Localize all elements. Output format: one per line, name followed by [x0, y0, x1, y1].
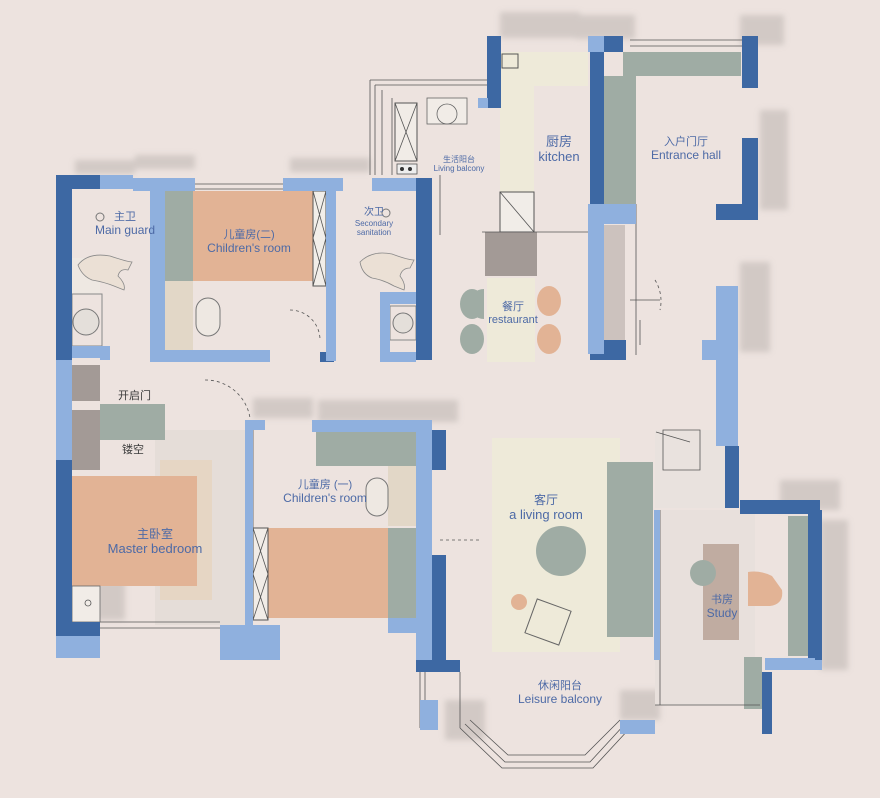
walls-light	[56, 36, 822, 734]
master-bedroom-en: Master bedroom	[107, 540, 203, 556]
leisure-balcony-en: Leisure balcony	[517, 691, 603, 706]
secondary-bath-en2: sanitation	[356, 227, 392, 237]
label-entrance-hall: 入户门厅 Entrance hall	[648, 136, 724, 162]
living-room-en: a living room	[509, 506, 583, 522]
restaurant-cn: 餐厅	[502, 301, 524, 313]
study-cn: 书房	[711, 594, 733, 606]
living-balcony-cn: 生活阳台	[443, 155, 475, 164]
master-bath-cn: 主卫	[114, 211, 137, 223]
wall-shadows	[75, 12, 848, 740]
study-en: Study	[706, 605, 738, 620]
living-room-cn: 客厅	[533, 493, 558, 507]
master-bath-en: Main guard	[95, 222, 156, 237]
label-children-room-1: 儿童房 (一) Children's room	[280, 479, 370, 505]
label-living-room: 客厅 a living room	[502, 493, 590, 523]
living-balcony-en: Living balcony	[433, 164, 485, 174]
master-bedroom-cn: 主卧室	[136, 527, 173, 541]
label-children-room-2: 儿童房(二) Children's room	[203, 229, 295, 255]
children-room-2-en: Children's room	[207, 240, 291, 255]
leisure-balcony-cn: 休闲阳台	[538, 680, 582, 692]
note-open-door: 开启门	[118, 390, 151, 402]
entrance-hall-en: Entrance hall	[650, 147, 722, 162]
label-master-bath: 主卫 Main guard	[95, 211, 155, 237]
label-kitchen: 厨房 kitchen	[535, 134, 583, 165]
furniture	[71, 52, 808, 709]
label-leisure-balcony: 休闲阳台 Leisure balcony	[510, 680, 610, 706]
children-room-1-en: Children's room	[283, 490, 367, 505]
entrance-hall-cn: 入户门厅	[664, 136, 708, 148]
secondary-bath-cn: 次卫	[364, 207, 384, 218]
restaurant-en: restaurant	[488, 313, 538, 326]
label-secondary-bath: 次卫 Secondary sanitation	[347, 207, 401, 237]
label-restaurant: 餐厅 restaurant	[484, 301, 542, 326]
note-hollow: 镂空	[122, 444, 144, 456]
outline-lines	[100, 39, 760, 769]
children-room-1-cn: 儿童房 (一)	[297, 479, 353, 491]
children-room-2-cn: 儿童房(二)	[223, 229, 275, 241]
label-master-bedroom: 主卧室 Master bedroom	[100, 527, 210, 557]
secondary-bath-en1: Secondary	[354, 218, 394, 228]
label-study: 书房 Study	[700, 594, 744, 620]
label-living-balcony: 生活阳台 Living balcony	[428, 155, 490, 173]
kitchen-cn: 厨房	[545, 134, 572, 149]
kitchen-en: kitchen	[538, 148, 580, 164]
